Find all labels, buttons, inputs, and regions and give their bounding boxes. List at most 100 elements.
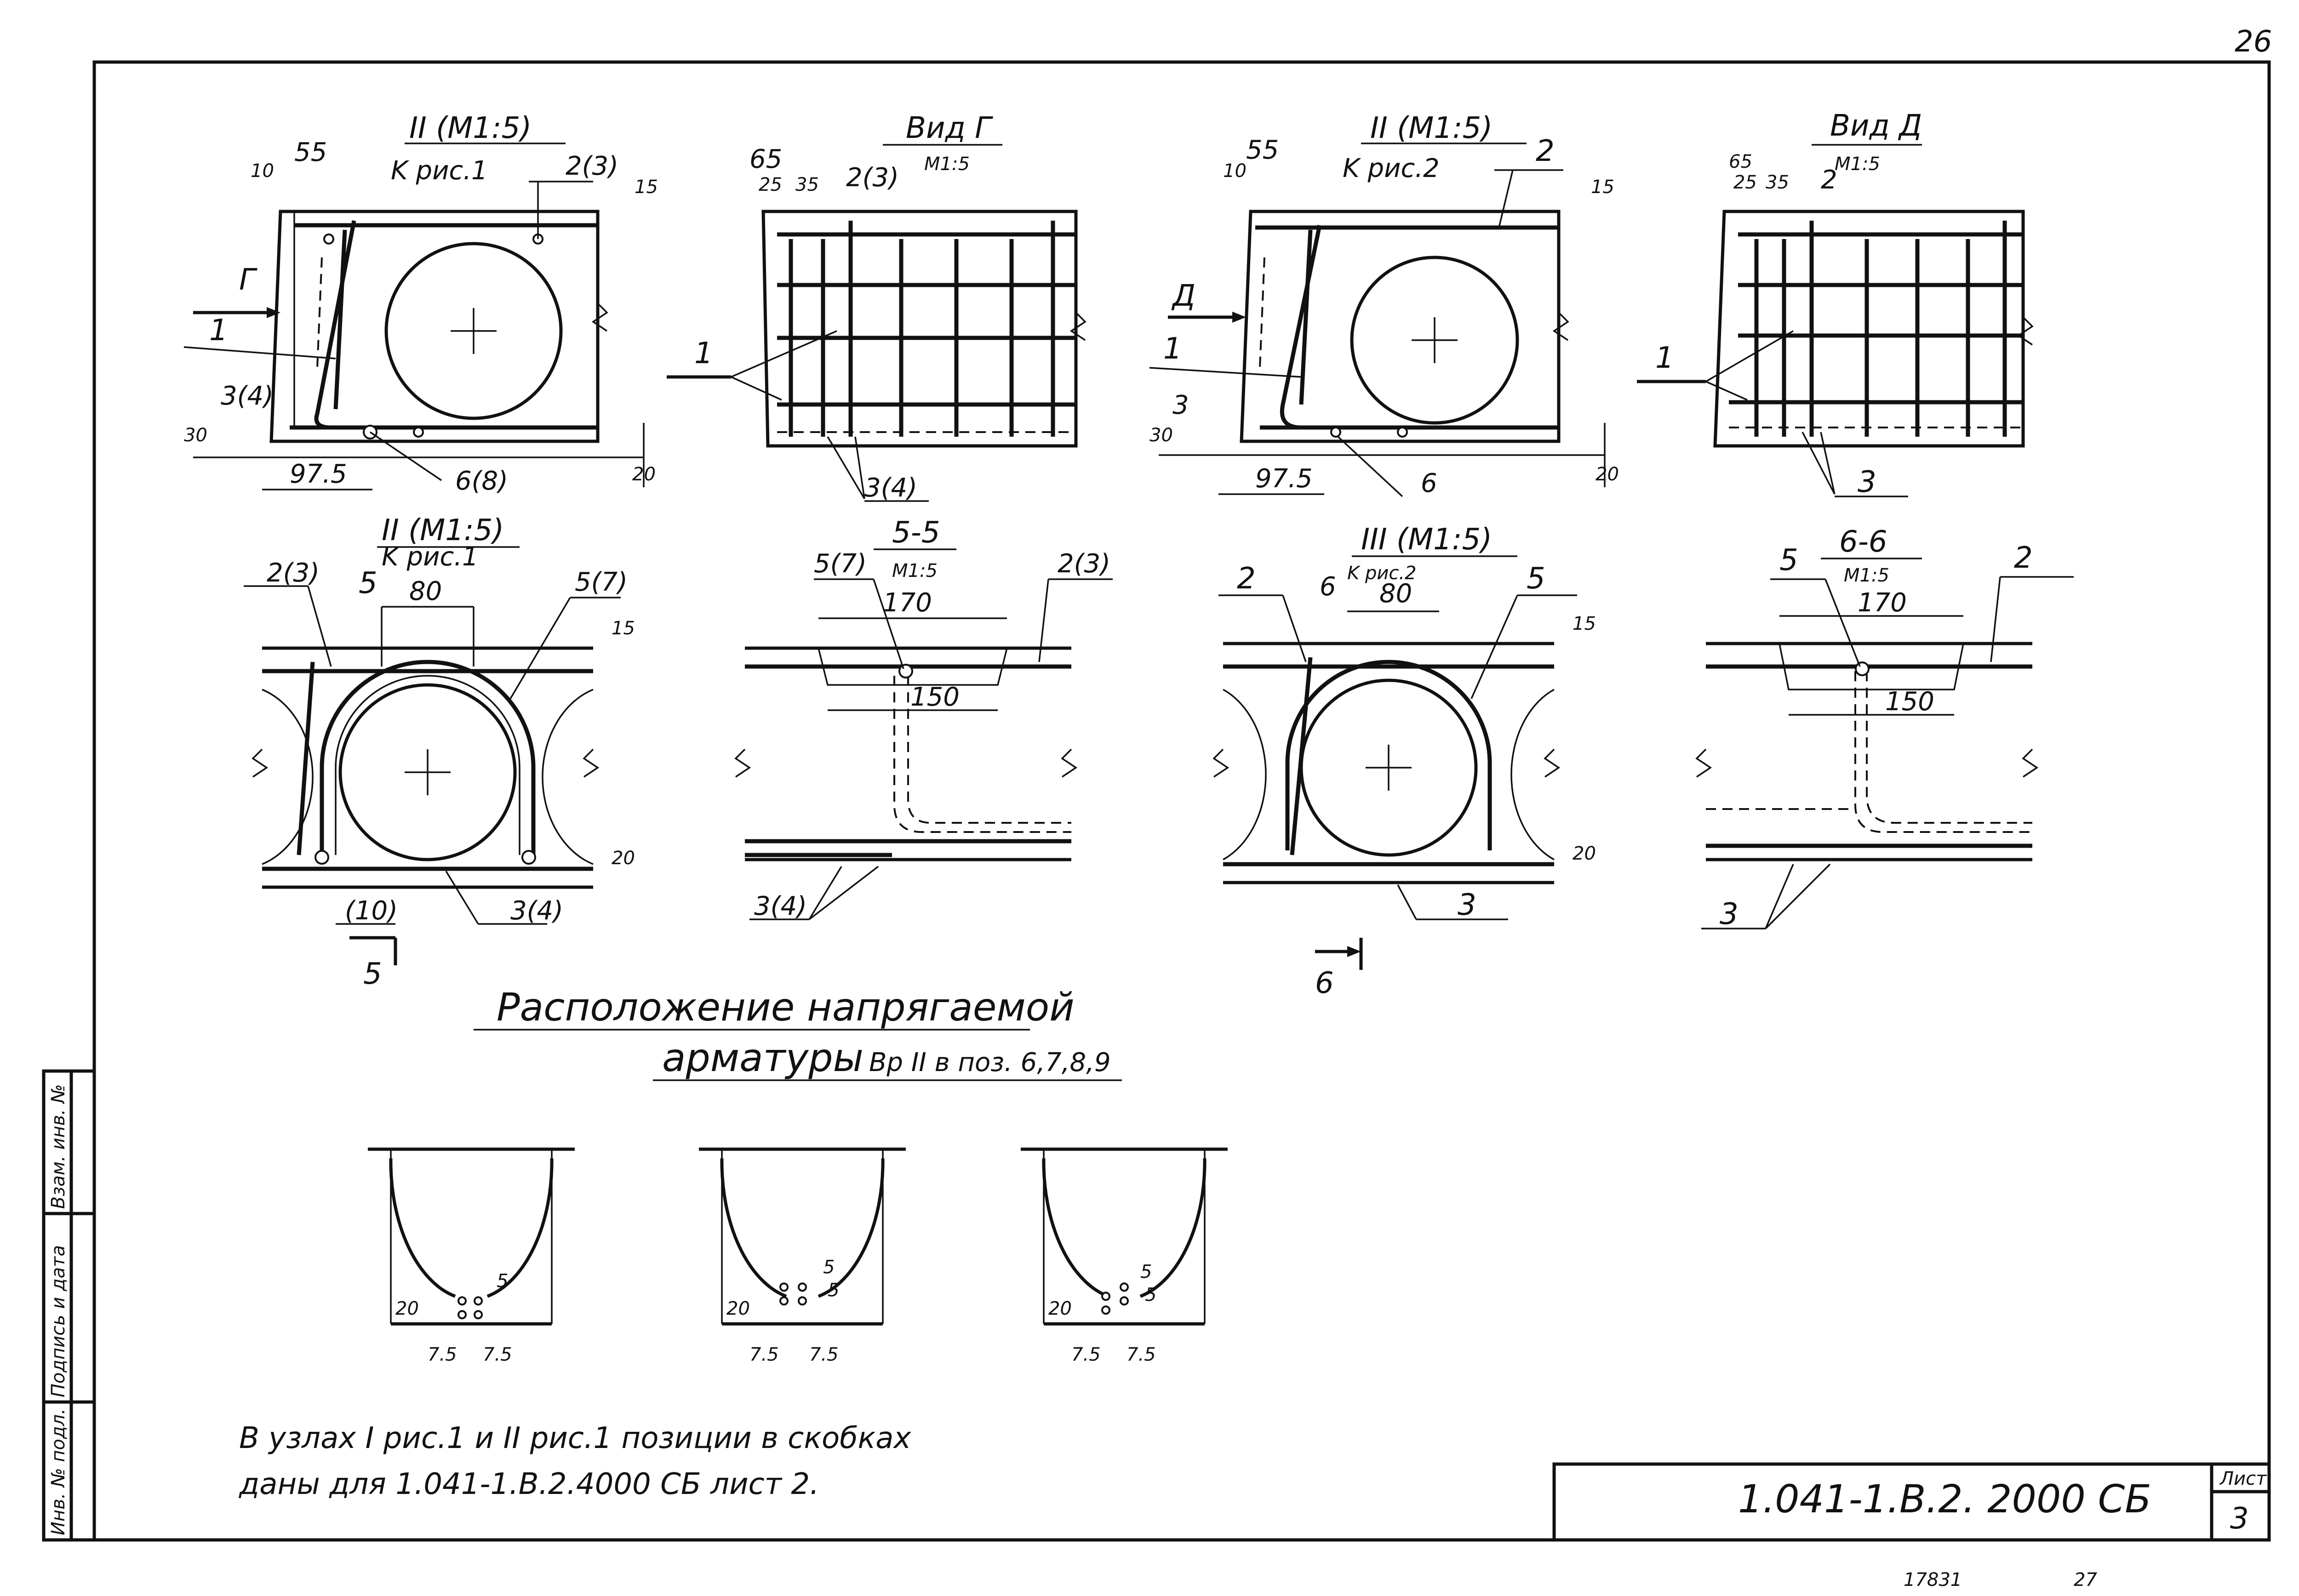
svg-text:K рис.1: K рис.1 — [382, 542, 479, 572]
svg-text:10: 10 — [251, 160, 274, 182]
svg-text:3(4): 3(4) — [864, 473, 917, 503]
svg-text:97.5: 97.5 — [1255, 464, 1313, 494]
small-detail-3: 20 5 5 7.5 7.5 — [1021, 1147, 1228, 1365]
svg-text:3: 3 — [1720, 897, 1739, 931]
svg-text:1: 1 — [209, 314, 228, 348]
void-circle — [384, 242, 563, 420]
svg-text:15: 15 — [1573, 613, 1596, 634]
detail-node2-fig1-b: II (M1:5) K рис.1 80 15 20 2(3) 5(7) 5 (… — [244, 513, 635, 991]
svg-text:5: 5 — [363, 957, 382, 991]
svg-text:10: 10 — [1223, 160, 1247, 182]
sheet-corner-number: 26 — [2235, 25, 2272, 59]
svg-text:20: 20 — [1596, 464, 1619, 485]
section-6-6: 6-6 M1:5 170 150 5 2 3 — [1695, 525, 2074, 931]
svg-text:7.5: 7.5 — [749, 1344, 779, 1365]
svg-text:6: 6 — [1320, 572, 1336, 602]
svg-text:15: 15 — [612, 618, 635, 639]
small-detail-2: 20 5 5 7.5 7.5 — [699, 1147, 906, 1365]
svg-text:3(4): 3(4) — [754, 891, 807, 921]
svg-text:K рис.2: K рис.2 — [1347, 563, 1417, 584]
caption-line2-tail: Вр II в поз. 6,7,8,9 — [869, 1048, 1111, 1077]
svg-text:M1:5: M1:5 — [1844, 565, 1889, 586]
svg-text:(10): (10) — [345, 896, 398, 926]
svg-text:30: 30 — [184, 425, 207, 446]
caption: Расположение напрягаемой арматуры Вр II … — [474, 985, 1122, 1081]
note-line1: В узлах I рис.1 и II рис.1 позиции в ско… — [239, 1421, 912, 1455]
svg-text:15: 15 — [635, 177, 658, 198]
svg-text:6-6: 6-6 — [1839, 525, 1887, 559]
svg-text:5-5: 5-5 — [892, 516, 940, 550]
svg-text:K рис.2: K рис.2 — [1343, 154, 1440, 183]
svg-text:7.5: 7.5 — [483, 1344, 512, 1365]
svg-text:2: 2 — [1237, 562, 1256, 596]
svg-text:7.5: 7.5 — [1127, 1344, 1156, 1365]
svg-text:35: 35 — [795, 174, 819, 195]
svg-text:20: 20 — [726, 1298, 750, 1319]
view-d: Вид Д M1:5 65 25 35 2 1 3 — [1637, 109, 2034, 499]
svg-text:150: 150 — [1885, 687, 1934, 717]
svg-text:2(3): 2(3) — [267, 558, 320, 588]
sheet-frame — [92, 60, 2271, 1542]
svg-text:3(4): 3(4) — [510, 896, 563, 926]
svg-text:5(7): 5(7) — [575, 567, 628, 597]
svg-text:1: 1 — [694, 336, 713, 370]
svg-text:2(3): 2(3) — [846, 163, 899, 193]
svg-text:170: 170 — [1858, 588, 1907, 618]
caption-line2: арматуры — [662, 1035, 864, 1080]
svg-text:7.5: 7.5 — [809, 1344, 839, 1365]
svg-text:5: 5 — [1145, 1284, 1156, 1305]
svg-text:15: 15 — [1591, 177, 1614, 198]
svg-text:7.5: 7.5 — [1071, 1344, 1101, 1365]
document-code: 1.041-1.В.2. 2000 СБ — [1738, 1476, 2151, 1522]
svg-text:1: 1 — [1163, 332, 1182, 366]
svg-text:3: 3 — [1458, 888, 1476, 922]
svg-text:II (M1:5): II (M1:5) — [382, 513, 504, 547]
sheet-label: Лист — [2219, 1468, 2267, 1489]
svg-text:80: 80 — [409, 576, 442, 606]
svg-text:2(3): 2(3) — [566, 151, 618, 181]
svg-text:2: 2 — [1536, 134, 1555, 168]
svg-text:2: 2 — [2014, 541, 2033, 575]
svg-text:III (M1:5): III (M1:5) — [1361, 523, 1492, 557]
svg-text:6: 6 — [1315, 966, 1334, 1000]
svg-text:20: 20 — [1048, 1298, 1072, 1319]
note-line2: даны для 1.041-1.В.2.4000 СБ лист 2. — [239, 1467, 819, 1501]
stamp-inv-podl: Инв. № подл. — [48, 1408, 69, 1535]
svg-text:6(8): 6(8) — [455, 466, 508, 496]
stamp-vzam-inv: Взам. инв. № — [48, 1084, 69, 1209]
sheet-number: 3 — [2230, 1502, 2249, 1536]
small-detail-1: 20 5 7.5 7.5 — [368, 1147, 575, 1365]
svg-text:5: 5 — [1140, 1261, 1152, 1282]
svg-text:30: 30 — [1150, 425, 1173, 446]
footer-right: 27 — [2074, 1569, 2097, 1590]
svg-text:Г: Г — [239, 263, 257, 297]
svg-text:20: 20 — [1573, 843, 1596, 864]
svg-text:65: 65 — [749, 144, 782, 174]
view-ref: K рис.1 — [391, 156, 488, 186]
svg-text:3(4): 3(4) — [221, 381, 274, 411]
svg-text:3: 3 — [1858, 465, 1876, 499]
svg-text:II (M1:5): II (M1:5) — [1370, 111, 1493, 145]
svg-text:Вид Д: Вид Д — [1830, 109, 1922, 143]
svg-text:25: 25 — [759, 174, 782, 195]
svg-text:80: 80 — [1379, 579, 1412, 609]
svg-text:Д: Д — [1171, 279, 1195, 313]
svg-text:150: 150 — [910, 682, 960, 712]
svg-text:5: 5 — [828, 1280, 839, 1301]
void-circle — [1350, 256, 1519, 425]
svg-text:20: 20 — [395, 1298, 419, 1319]
svg-text:25: 25 — [1733, 172, 1757, 193]
svg-text:5: 5 — [823, 1257, 835, 1278]
svg-text:3: 3 — [1172, 390, 1189, 420]
svg-text:65: 65 — [1729, 151, 1752, 172]
stamp-signature-date: Подпись и дата — [48, 1245, 69, 1397]
svg-text:170: 170 — [883, 588, 932, 618]
svg-text:M1:5: M1:5 — [1835, 154, 1880, 175]
svg-text:20: 20 — [612, 848, 635, 869]
svg-text:M1:5: M1:5 — [924, 154, 970, 175]
detail-node3-fig2: III (M1:5) K рис.2 80 15 20 2 6 5 3 6 — [1212, 523, 1596, 1000]
svg-text:5: 5 — [1779, 543, 1798, 577]
view-title: II (M1:5) — [409, 111, 532, 145]
footer-left: 17831 — [1904, 1569, 1962, 1590]
svg-text:55: 55 — [294, 137, 327, 167]
